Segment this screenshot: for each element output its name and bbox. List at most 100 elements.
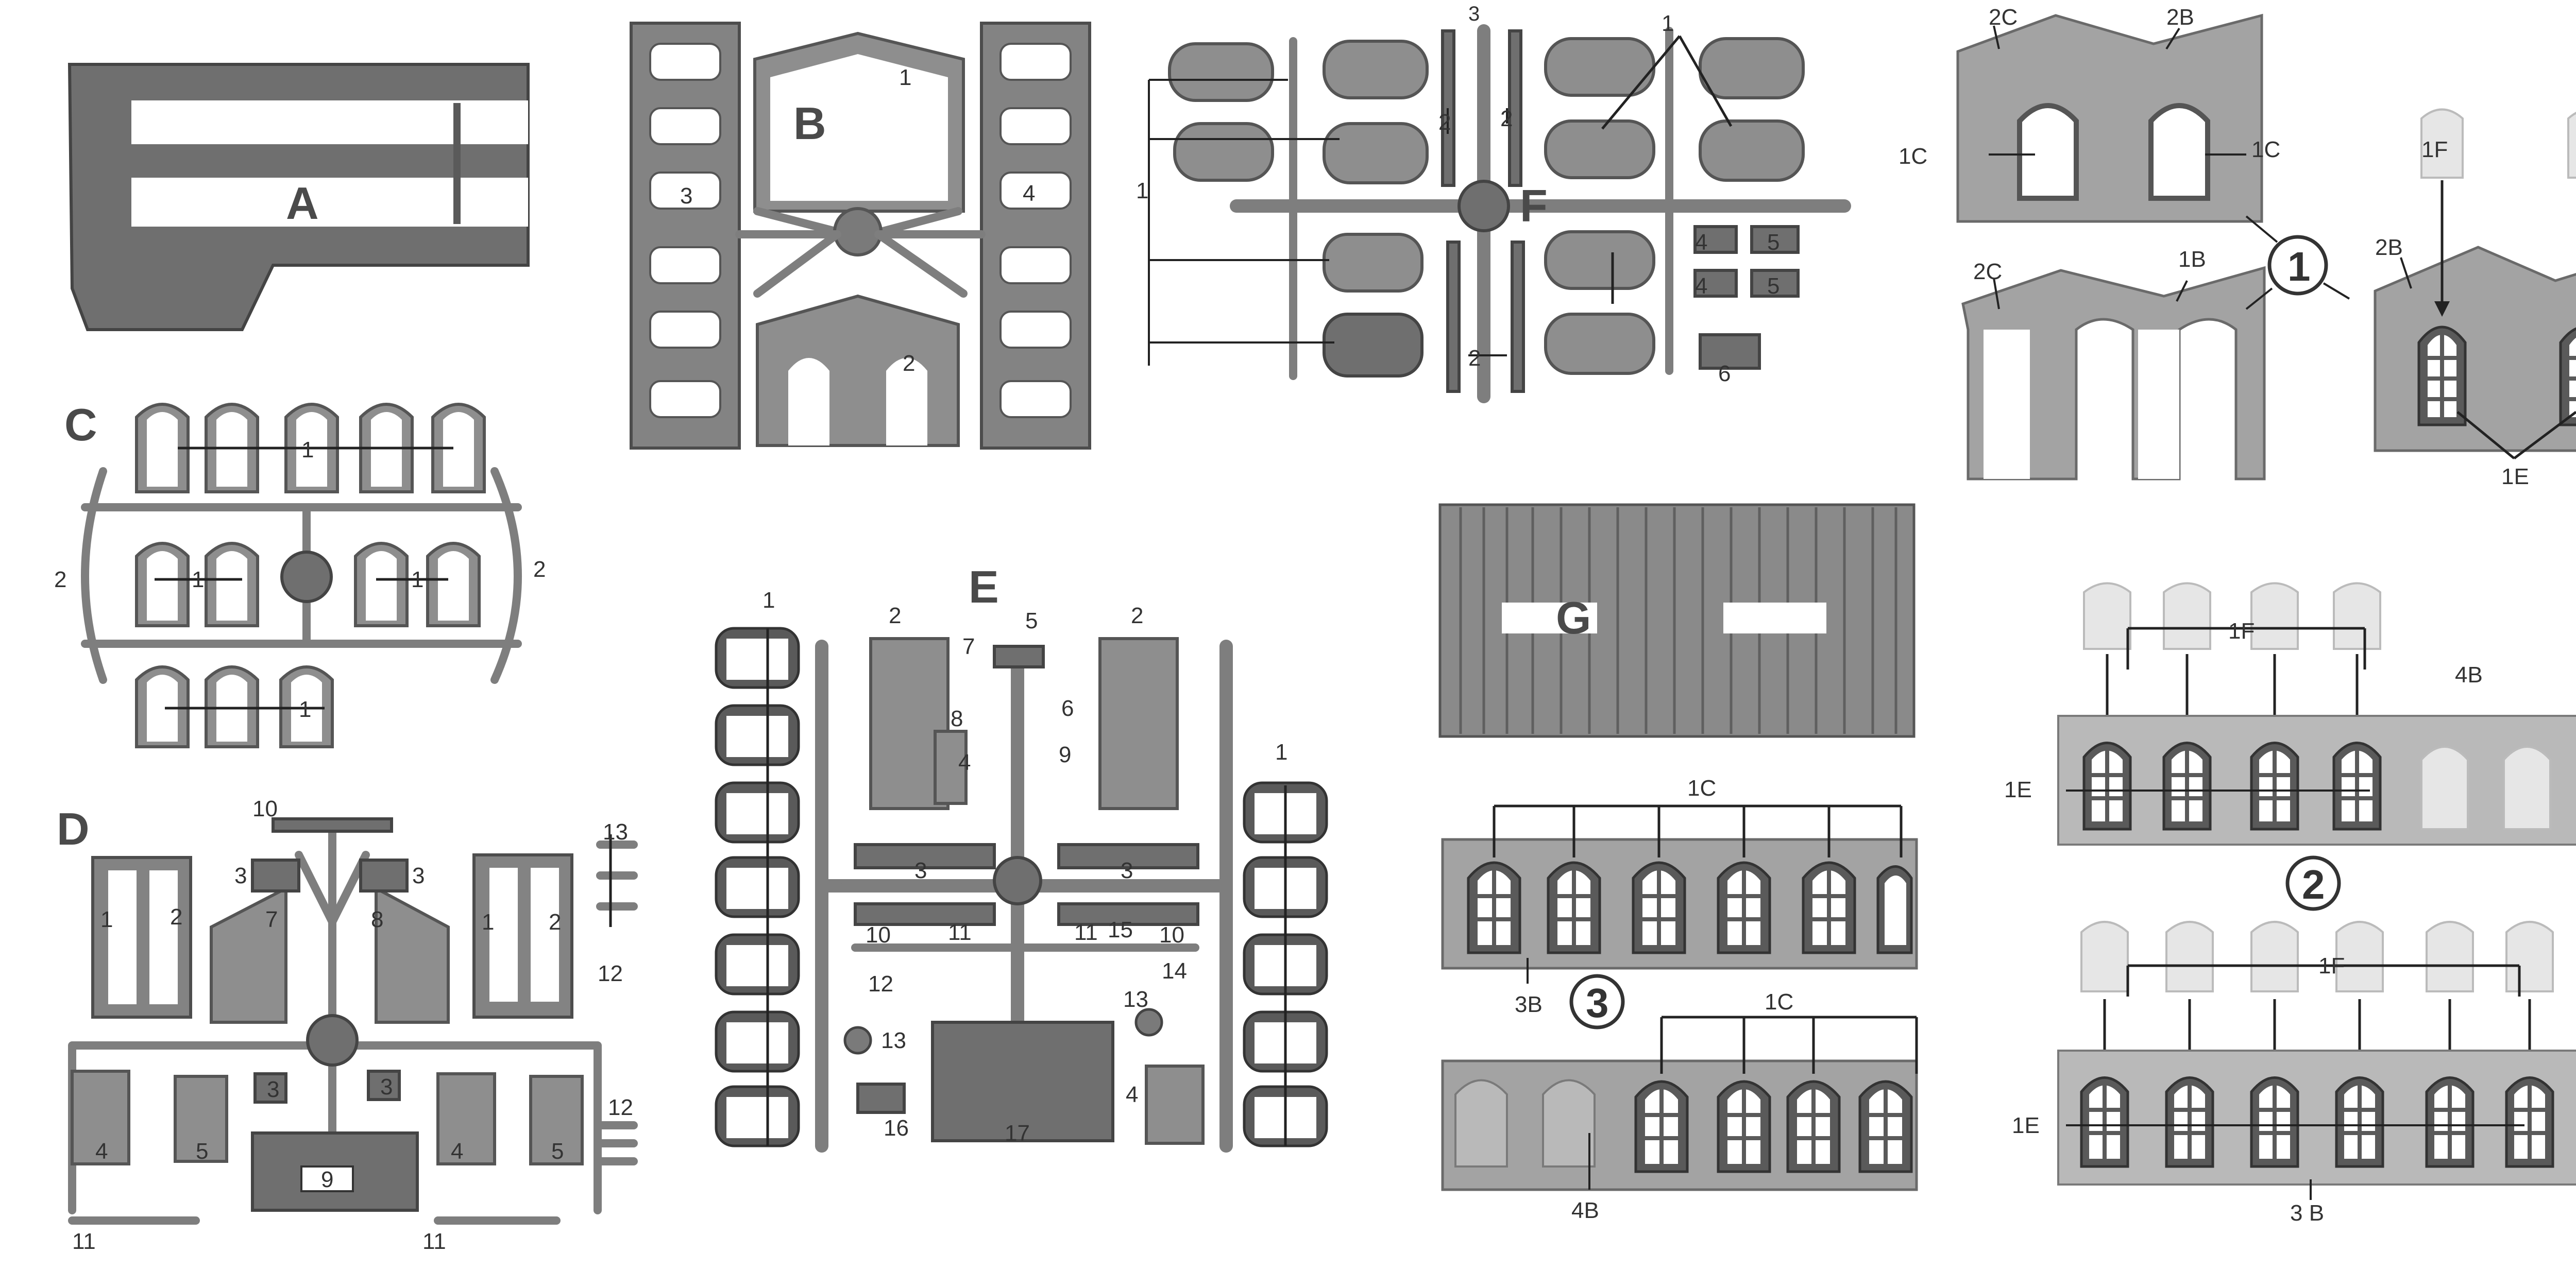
step-1-label-2c-top: 2C — [1989, 5, 2018, 30]
step-1-assembly: 1 2C 2B 1C 1C 2C 1B 2B 1F 1F 1E — [1899, 5, 2576, 489]
sprue-f-sub-runners — [1289, 27, 1673, 380]
sprue-e-label-3-left: 3 — [914, 858, 927, 883]
step-2-label-1f-top: 1F — [2228, 619, 2255, 644]
step-2-windows-lower — [2080, 1076, 2554, 1168]
sprue-d: D 1 2 1 2 3 3 3 3 4 4 5 5 7 8 9 10 11 11… — [57, 796, 638, 1254]
sprue-a-gap-2 — [131, 178, 528, 227]
part-g-opening-left — [1502, 603, 1597, 633]
step-1-label-1f-left: 1F — [2421, 137, 2448, 162]
step-3-label-3b: 3B — [1515, 992, 1543, 1017]
sprue-e-label-5: 5 — [1025, 608, 1038, 633]
step-1-upper-arch-left — [2017, 103, 2079, 201]
step-1-label-1b-mid: 1B — [2178, 247, 2206, 272]
sprue-c-frames-mid — [135, 542, 481, 627]
sprue-c-label-2-left: 2 — [54, 567, 66, 592]
sprue-d-part-4b — [436, 1072, 496, 1165]
sprue-f-leader-1 — [1601, 35, 1733, 130]
sprue-f-label-2a: 2 — [1438, 110, 1451, 135]
sprue-e-label-14: 14 — [1162, 958, 1187, 984]
sprue-e-runners — [815, 640, 1233, 1153]
sprue-f-label-4b: 4 — [1695, 273, 1707, 299]
sprue-d-letter: D — [57, 803, 90, 854]
sprue-d-part-9-tag — [300, 1165, 354, 1192]
step-1-label-1c-right: 1C — [2251, 137, 2280, 162]
step-3-blank-arch-2 — [1542, 1079, 1596, 1168]
sprue-e-part-3-right — [1057, 843, 1199, 869]
sprue-d-part-5a — [174, 1075, 228, 1163]
sprue-d-part-4a — [71, 1070, 130, 1165]
sprue-e-part-3-left — [854, 843, 996, 869]
step-3-blank-arch-1 — [1454, 1079, 1508, 1168]
sprue-d-label-9: 9 — [321, 1167, 333, 1192]
step-2-glass-top — [2083, 582, 2381, 650]
sprue-d-label-2b: 2 — [549, 910, 561, 935]
step-3-leaders-upper — [1493, 804, 1903, 857]
sprue-e-part-16 — [856, 1083, 906, 1114]
sprue-f-leader-2 — [1447, 108, 1508, 356]
sprue-e-part-10-left — [854, 902, 996, 926]
sprue-a-connector — [453, 103, 461, 224]
sprue-b-part-2-arch-right — [886, 358, 927, 445]
sprue-e-label-7: 7 — [962, 634, 975, 659]
part-g-opening-right — [1723, 603, 1826, 633]
sprue-f-label-2b: 2 — [1500, 106, 1513, 131]
step-1-lower-opening-left — [1984, 330, 2030, 479]
sprue-d-part-3c — [253, 1072, 287, 1104]
sprue-f-letter: F — [1520, 180, 1548, 231]
sprue-b-label-2: 2 — [903, 351, 915, 376]
step-1-badge — [2267, 235, 2328, 296]
step-1-label-2c-mid: 2C — [1973, 259, 2002, 284]
sprue-c-label-1-left: 1 — [192, 567, 204, 592]
sprue-f-label-3: 3 — [1468, 3, 1480, 25]
sprue-e-label-17: 17 — [1005, 1121, 1030, 1146]
step-2-wall-upper — [2057, 715, 2576, 846]
sprue-e-label-15: 15 — [1108, 917, 1133, 942]
sprue-e-label-4-top: 4 — [958, 750, 971, 775]
sprue-b-part-1-opening — [770, 54, 948, 201]
step-2-label-1e-bottom: 1E — [2012, 1113, 2040, 1138]
sprue-f-parts-left — [1168, 40, 1429, 377]
sprue-a: A — [67, 63, 530, 331]
sprue-e-part-13-left — [843, 1026, 872, 1055]
sprue-c-leaders — [155, 447, 453, 710]
sprue-e-part-17 — [931, 1021, 1114, 1142]
sprue-e: E 1 1 2 2 3 3 4 4 5 6 7 8 9 10 10 11 11 … — [715, 561, 1328, 1153]
part-g-panel — [1438, 503, 1916, 738]
sprue-e-letter: E — [969, 561, 999, 612]
sprue-f-label-1-top: 1 — [1662, 11, 1674, 36]
step-2-assembly: 2 — [2004, 582, 2576, 1226]
sprue-b-runners-lower — [753, 230, 968, 298]
step-3-number: 3 — [1586, 980, 1609, 1026]
sprue-d-label-12a: 12 — [598, 961, 623, 986]
sprue-d-label-13: 13 — [603, 819, 628, 845]
sprue-c-label-1-bottom: 1 — [299, 697, 311, 722]
sprue-e-part-5 — [993, 645, 1045, 668]
step-2-number: 2 — [2302, 862, 2325, 907]
step-1-number: 1 — [2287, 244, 2311, 289]
sprue-b-label-3: 3 — [680, 183, 692, 209]
sprue-f-label-1-left: 1 — [1136, 178, 1148, 203]
step-2-wall-lower — [2057, 1050, 2576, 1186]
sprue-e-leaders-1 — [766, 628, 1287, 1146]
sprue-f-stems — [1441, 29, 1800, 393]
sprue-e-cross-runners — [841, 882, 1210, 952]
step-1-label-2b-right: 2B — [2375, 235, 2403, 260]
sprue-e-label-1-right: 1 — [1275, 740, 1287, 765]
sprue-b-part-2-arch-left — [788, 358, 829, 445]
step-1-label-1e: 1E — [2501, 464, 2529, 489]
sprue-d-door-left-pane-a — [108, 870, 137, 1004]
sprue-e-label-11-right: 11 — [1074, 920, 1098, 945]
sprue-d-part-10 — [272, 817, 393, 833]
sprue-d-label-8: 8 — [371, 907, 383, 932]
sprue-b-runners-upper — [753, 207, 962, 236]
sprue-b-label-1: 1 — [899, 65, 911, 90]
step-1-wall-right — [2374, 246, 2576, 452]
sprue-d-part-8 — [375, 885, 450, 1024]
sprue-d-part-7 — [210, 886, 287, 1024]
step-1-window-right — [2559, 327, 2576, 426]
sprue-f-label-2c: 2 — [1468, 346, 1481, 371]
part-g-letter: G — [1556, 592, 1591, 643]
step-1-wall-upper — [1956, 13, 2263, 223]
sprue-e-label-10-right: 10 — [1159, 922, 1184, 948]
